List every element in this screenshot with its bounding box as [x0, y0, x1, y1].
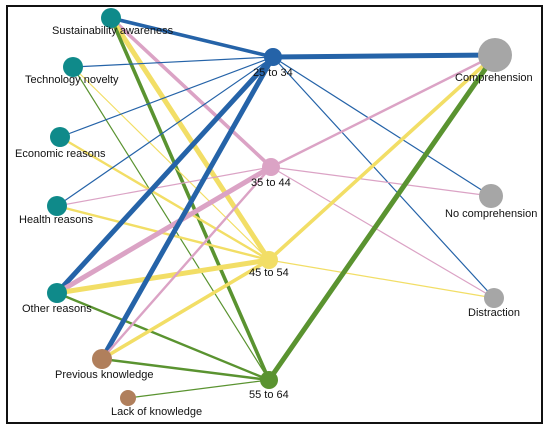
link-health-age25 — [56, 56, 274, 207]
link-technology-age25 — [72, 56, 274, 68]
link-previous-age35 — [100, 165, 273, 361]
labels-layer: Sustainability awareness Technology nove… — [15, 25, 537, 418]
label-age45: 45 to 54 — [249, 267, 289, 279]
label-previous: Previous knowledge — [55, 369, 153, 381]
link-sustainability-age25 — [109, 16, 275, 59]
label-age25: 25 to 34 — [253, 67, 293, 79]
node-age45 — [260, 251, 278, 269]
link-economic-age45 — [58, 135, 271, 262]
label-nocomprehension: No comprehension — [445, 208, 537, 220]
link-sustainability-age45 — [108, 15, 272, 263]
node-previous — [92, 349, 112, 369]
nodes-layer — [47, 8, 512, 406]
link-age35-comprehension — [269, 53, 497, 169]
link-other-age45 — [54, 257, 272, 296]
link-age25-distraction — [272, 56, 495, 299]
link-sustainability-age35 — [109, 16, 273, 169]
node-age25 — [264, 48, 282, 66]
link-age35-nocomprehension — [270, 166, 492, 197]
label-age35: 35 to 44 — [251, 177, 291, 189]
label-age55: 55 to 64 — [249, 389, 289, 401]
label-economic: Economic reasons — [15, 148, 106, 160]
link-other-age55 — [55, 291, 271, 382]
link-previous-age55 — [100, 357, 271, 382]
node-health — [47, 196, 67, 216]
links-layer — [54, 15, 498, 399]
link-other-age35 — [54, 164, 274, 296]
node-age55 — [260, 371, 278, 389]
node-technology — [63, 57, 83, 77]
label-lack: Lack of knowledge — [111, 406, 202, 418]
link-lack-age55 — [127, 379, 270, 399]
label-comprehension: Comprehension — [455, 72, 533, 84]
link-age25-nocomprehension — [272, 56, 492, 197]
node-comprehension — [478, 38, 512, 72]
link-previous-age25 — [99, 54, 276, 362]
link-other-age25 — [54, 54, 276, 296]
label-other: Other reasons — [22, 303, 92, 315]
node-sustainability — [101, 8, 121, 28]
link-age55-comprehension — [266, 52, 498, 383]
node-age35 — [262, 158, 280, 176]
link-health-age35 — [56, 166, 272, 207]
link-age45-distraction — [268, 259, 495, 299]
node-economic — [50, 127, 70, 147]
node-distraction — [484, 288, 504, 308]
link-previous-age45 — [100, 258, 271, 361]
label-distraction: Distraction — [468, 307, 520, 319]
label-health: Health reasons — [19, 214, 93, 226]
link-age25-comprehension — [270, 52, 498, 60]
label-sustainability: Sustainability awareness — [52, 25, 174, 37]
node-nocomprehension — [479, 184, 503, 208]
node-other — [47, 283, 67, 303]
link-economic-age25 — [59, 56, 274, 138]
node-lack — [120, 390, 136, 406]
link-technology-age45 — [72, 66, 270, 261]
link-age45-comprehension — [267, 53, 497, 262]
label-technology: Technology novelty — [25, 74, 119, 86]
link-age35-distraction — [270, 166, 495, 299]
